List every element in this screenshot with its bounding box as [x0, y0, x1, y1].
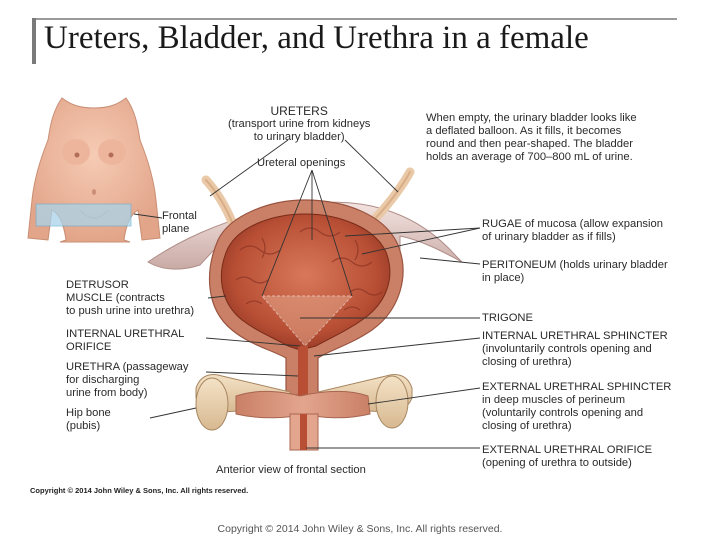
- figure-copyright: Copyright © 2014 John Wiley & Sons, Inc.…: [30, 486, 249, 495]
- peritoneum-line-2: in place): [482, 272, 525, 284]
- trigone-label: TRIGONE: [482, 312, 533, 325]
- empty-note-line-4: holds an average of 700–800 mL of urine.: [426, 151, 633, 163]
- external-sphincter-line-2: in deep muscles of perineum: [482, 394, 626, 406]
- frontal-plane-line-2: plane: [162, 223, 190, 235]
- ureteral-openings-text: Ureteral openings: [257, 157, 346, 169]
- empty-bladder-note: When empty, the urinary bladder looks li…: [426, 112, 637, 164]
- peritoneum-label: PERITONEUM (holds urinary bladder in pla…: [482, 259, 668, 285]
- urethra-line-1: URETHRA (passageway: [66, 361, 189, 373]
- internal-orifice-label: INTERNAL URETHRAL ORIFICE: [66, 328, 184, 354]
- trigone-text: TRIGONE: [482, 312, 533, 324]
- external-orifice-label: EXTERNAL URETHRAL ORIFICE (opening of ur…: [482, 444, 652, 470]
- ureters-label-line-3: to urinary bladder): [253, 131, 345, 143]
- trigone-area: [260, 295, 354, 347]
- peritoneum-line-1: PERITONEUM (holds urinary bladder: [482, 259, 668, 271]
- frontal-plane-line-1: Frontal: [162, 210, 197, 222]
- torso-thumbnail: [27, 97, 161, 243]
- leader-lines: [133, 139, 481, 449]
- internal-sphincter-line-2: (involuntarily controls opening and: [482, 343, 652, 355]
- rugae-line-1: RUGAE of mucosa (allow expansion: [482, 218, 663, 230]
- detrusor-line-1: DETRUSOR: [66, 279, 129, 291]
- hip-bone-line-1: Hip bone: [66, 407, 111, 419]
- rugae-label: RUGAE of mucosa (allow expansion of urin…: [482, 218, 663, 244]
- slide-footer: Copyright © 2014 John Wiley & Sons, Inc.…: [217, 523, 503, 535]
- urethra-line-2: for discharging: [66, 374, 140, 386]
- title-frame-left: [32, 18, 36, 64]
- ureteral-openings-label: Ureteral openings: [257, 157, 345, 170]
- internal-sphincter-line-1: INTERNAL URETHRAL SPHINCTER: [482, 330, 668, 342]
- ureters-label: URETERS (transport urine from kidneys to…: [228, 105, 370, 144]
- ureters-label-line-2: (transport urine from kidneys: [228, 118, 371, 130]
- internal-sphincter-line-3: closing of urethra): [482, 356, 572, 368]
- slide-title: Ureters, Bladder, and Urethra in a femal…: [44, 20, 589, 56]
- external-sphincter-label: EXTERNAL URETHRAL SPHINCTER in deep musc…: [482, 381, 671, 433]
- bladder-mucosa: [220, 213, 391, 351]
- rugae-line-2: of urinary bladder as if fills): [482, 231, 616, 243]
- figure-caption-text: Anterior view of frontal section: [216, 464, 366, 476]
- detrusor-line-3: to push urine into urethra): [66, 305, 195, 317]
- ureters-label-line-1: URETERS: [270, 104, 328, 118]
- urethra-label: URETHRA (passageway for discharging urin…: [66, 361, 188, 400]
- urethra-line-3: urine from body): [66, 387, 148, 399]
- external-orifice-line-2: (opening of urethra to outside): [482, 457, 632, 469]
- empty-note-line-2: a deflated balloon. As it fills, it beco…: [426, 125, 622, 137]
- hip-bone-label: Hip bone (pubis): [66, 407, 111, 433]
- rugae-folds: [235, 227, 383, 311]
- left-ureter: [201, 175, 237, 227]
- frontal-plane-label: Frontal plane: [162, 210, 197, 236]
- detrusor-line-2: MUSCLE (contracts: [66, 292, 165, 304]
- external-orifice-line-1: EXTERNAL URETHRAL ORIFICE: [482, 444, 653, 456]
- internal-orifice-line-1: INTERNAL URETHRAL: [66, 328, 185, 340]
- internal-orifice-line-2: ORIFICE: [66, 341, 112, 353]
- title-frame-top: [32, 18, 677, 20]
- hip-bone-line-2: (pubis): [66, 420, 101, 432]
- external-sphincter-line-4: closing of urethra): [482, 420, 572, 432]
- empty-note-line-3: round and then pear-shaped. The bladder: [426, 138, 633, 150]
- empty-note-line-1: When empty, the urinary bladder looks li…: [426, 112, 637, 124]
- figure-caption: Anterior view of frontal section: [216, 464, 366, 477]
- external-sphincter-muscle: [235, 390, 371, 419]
- external-sphincter-line-3: (voluntarily controls opening and: [482, 407, 644, 419]
- internal-sphincter-label: INTERNAL URETHRAL SPHINCTER (involuntari…: [482, 330, 668, 369]
- detrusor-label: DETRUSOR MUSCLE (contracts to push urine…: [66, 279, 194, 318]
- external-sphincter-line-1: EXTERNAL URETHRAL SPHINCTER: [482, 381, 672, 393]
